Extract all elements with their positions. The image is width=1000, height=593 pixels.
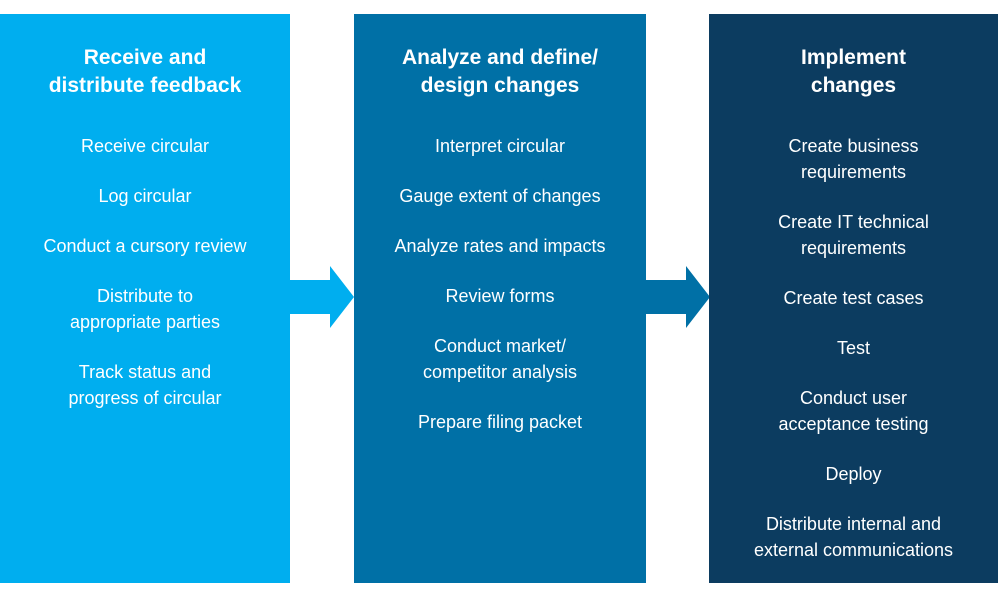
process-step: Conduct a cursory review bbox=[43, 236, 247, 256]
process-step: Receive circular bbox=[80, 136, 210, 156]
process-step: Conduct market/ competitor analysis bbox=[422, 336, 578, 382]
right-arrow-icon bbox=[290, 266, 354, 328]
panel-title: Implement changes bbox=[800, 46, 907, 97]
process-step: Conduct user acceptance testing bbox=[778, 388, 929, 434]
panel-title: Receive and distribute feedback bbox=[48, 46, 242, 97]
process-step: Create business requirements bbox=[788, 136, 919, 182]
process-step: Review forms bbox=[445, 286, 555, 306]
panel-receive-and-distribute-feedback: Receive and distribute feedback Receive … bbox=[0, 14, 290, 583]
process-step: Create test cases bbox=[783, 288, 924, 308]
process-step: Interpret circular bbox=[434, 136, 566, 156]
right-arrow-shape bbox=[290, 266, 354, 328]
panel-title: Analyze and define/ design changes bbox=[401, 46, 599, 97]
process-step: Distribute to appropriate parties bbox=[69, 286, 221, 332]
panel-analyze-and-define-design-changes: Analyze and define/ design changes Inter… bbox=[354, 14, 646, 583]
right-arrow-shape bbox=[646, 266, 710, 328]
process-step: Analyze rates and impacts bbox=[394, 236, 606, 256]
process-step: Track status and progress of circular bbox=[68, 362, 222, 408]
panel-implement-changes: Implement changes Create business requir… bbox=[709, 14, 998, 583]
process-step: Test bbox=[836, 338, 870, 358]
process-step: Distribute internal and external communi… bbox=[753, 514, 954, 560]
process-step: Deploy bbox=[825, 464, 882, 484]
process-step: Log circular bbox=[98, 186, 192, 206]
process-step: Gauge extent of changes bbox=[399, 186, 601, 206]
right-arrow-icon bbox=[646, 266, 710, 328]
process-step: Prepare filing packet bbox=[417, 412, 583, 432]
process-step: Create IT technical requirements bbox=[778, 212, 929, 258]
